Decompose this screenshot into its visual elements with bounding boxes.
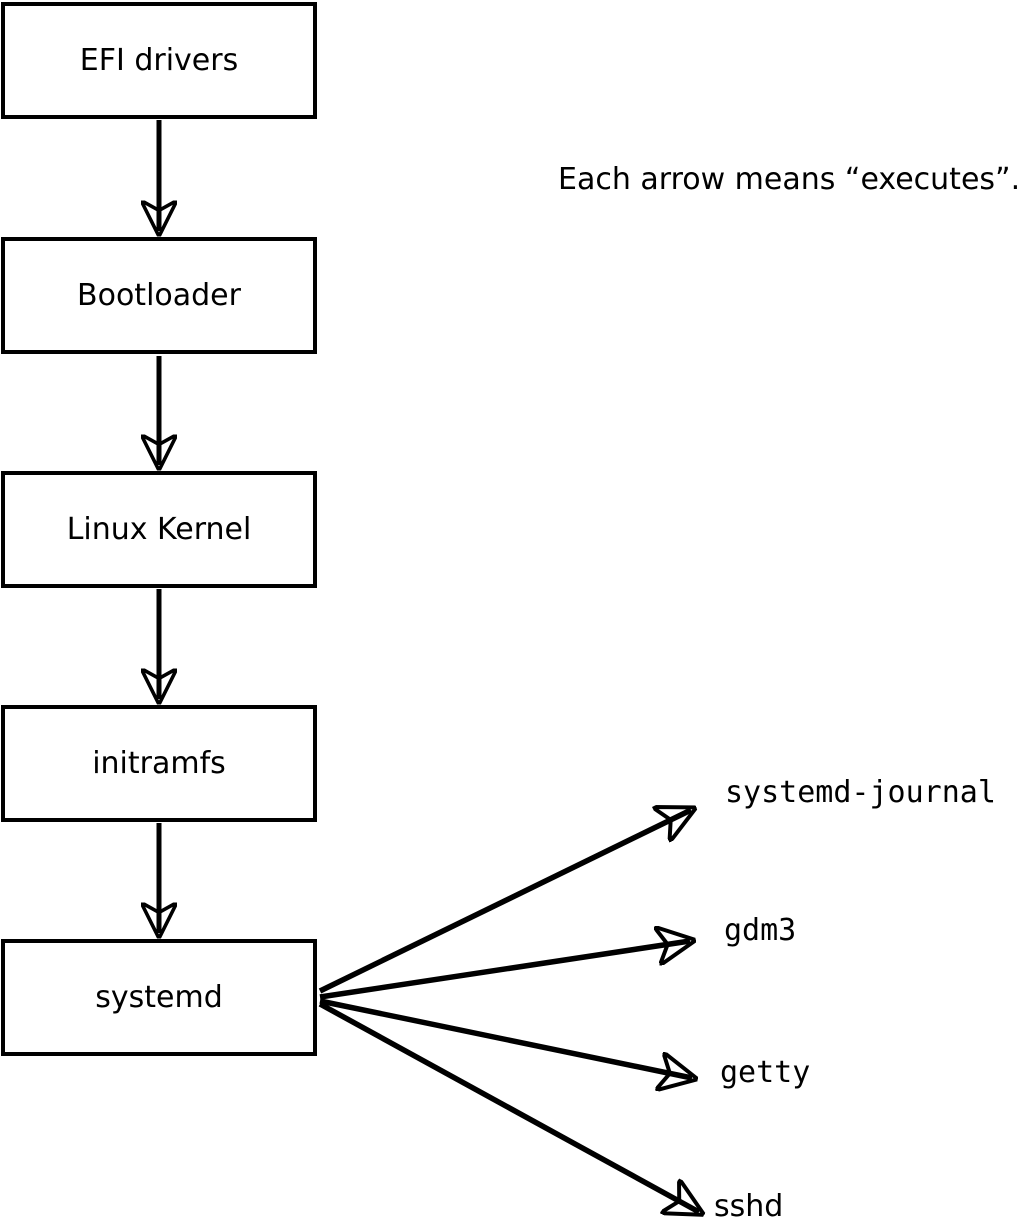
process-label-getty: getty	[720, 1055, 811, 1090]
node-systemd-label: systemd	[95, 979, 223, 1015]
node-bootloader-label: Bootloader	[77, 277, 241, 313]
node-initramfs-label: initramfs	[92, 745, 226, 781]
legend-note: Each arrow means “executes”.	[558, 162, 1021, 197]
node-efi-drivers-label: EFI drivers	[79, 42, 239, 78]
arrow-systemd-to-sshd	[318, 1001, 699, 1212]
node-linux-kernel: Linux Kernel	[1, 471, 317, 588]
process-label-systemd-journal: systemd-journal	[725, 775, 996, 810]
node-efi-drivers: EFI drivers	[1, 2, 317, 119]
process-label-sshd: sshd	[714, 1189, 784, 1224]
node-initramfs: initramfs	[1, 705, 317, 822]
arrow-systemd-to-getty	[319, 998, 692, 1078]
arrow-systemd-to-journal	[318, 810, 691, 994]
arrow-systemd-to-gdm3	[319, 941, 690, 1000]
node-systemd: systemd	[1, 939, 317, 1056]
process-label-gdm3: gdm3	[724, 913, 797, 948]
node-linux-kernel-label: Linux Kernel	[66, 511, 252, 547]
node-bootloader: Bootloader	[1, 237, 317, 354]
